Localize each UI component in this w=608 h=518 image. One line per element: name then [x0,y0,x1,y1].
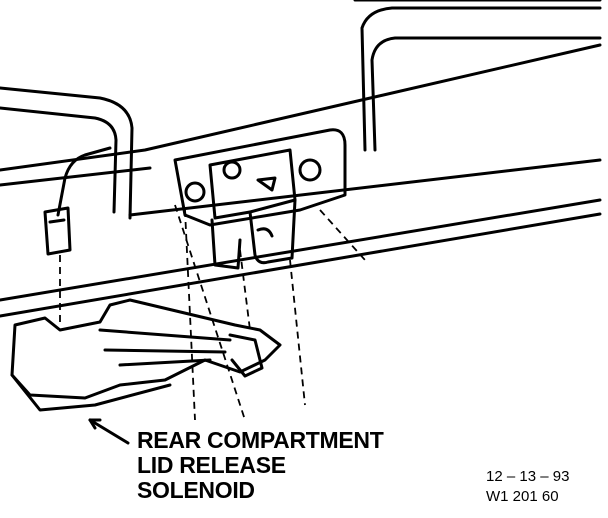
wire-connector [43,206,72,256]
solenoid-mount-tab [228,333,264,378]
bolt-right [298,158,322,182]
latch-lower-lever [210,218,242,270]
figure-date: 12 – 13 – 93 [486,468,570,485]
alignment-line-5 [289,259,306,406]
callout-line-3: SOLENOID [137,477,255,503]
alignment-line-6 [319,209,366,261]
alignment-line-3 [239,249,251,331]
callout-leader [88,418,130,445]
callout-line-2: LID RELEASE [137,452,286,478]
upper-panel-frame [353,0,602,152]
left-lamp-housing [0,86,134,220]
bolt-center [222,160,242,180]
callout-arrowhead [88,418,102,430]
figure-reference: 12 – 13 – 93 W1 201 60 [486,467,569,507]
latch-hook [248,198,297,265]
figure-code: W1 201 60 [486,488,559,505]
latch-mount-plate [173,128,347,227]
solenoid-flange [10,373,172,412]
latch-slot [256,176,277,192]
latch-body [208,148,297,220]
wire-harness [56,146,112,217]
solenoid-body [10,298,282,400]
alignment-line-4 [174,204,246,421]
body-panel-line-3 [0,212,602,318]
body-top-edge [0,43,602,187]
callout-line-1: REAR COMPARTMENT [137,427,384,453]
body-panel-line-1 [128,158,602,217]
bolt-left [184,181,206,203]
solenoid-callout-label: REAR COMPARTMENT LID RELEASE SOLENOID [137,427,384,503]
solenoid-plunger [98,328,232,367]
body-panel-line-2 [0,198,602,302]
